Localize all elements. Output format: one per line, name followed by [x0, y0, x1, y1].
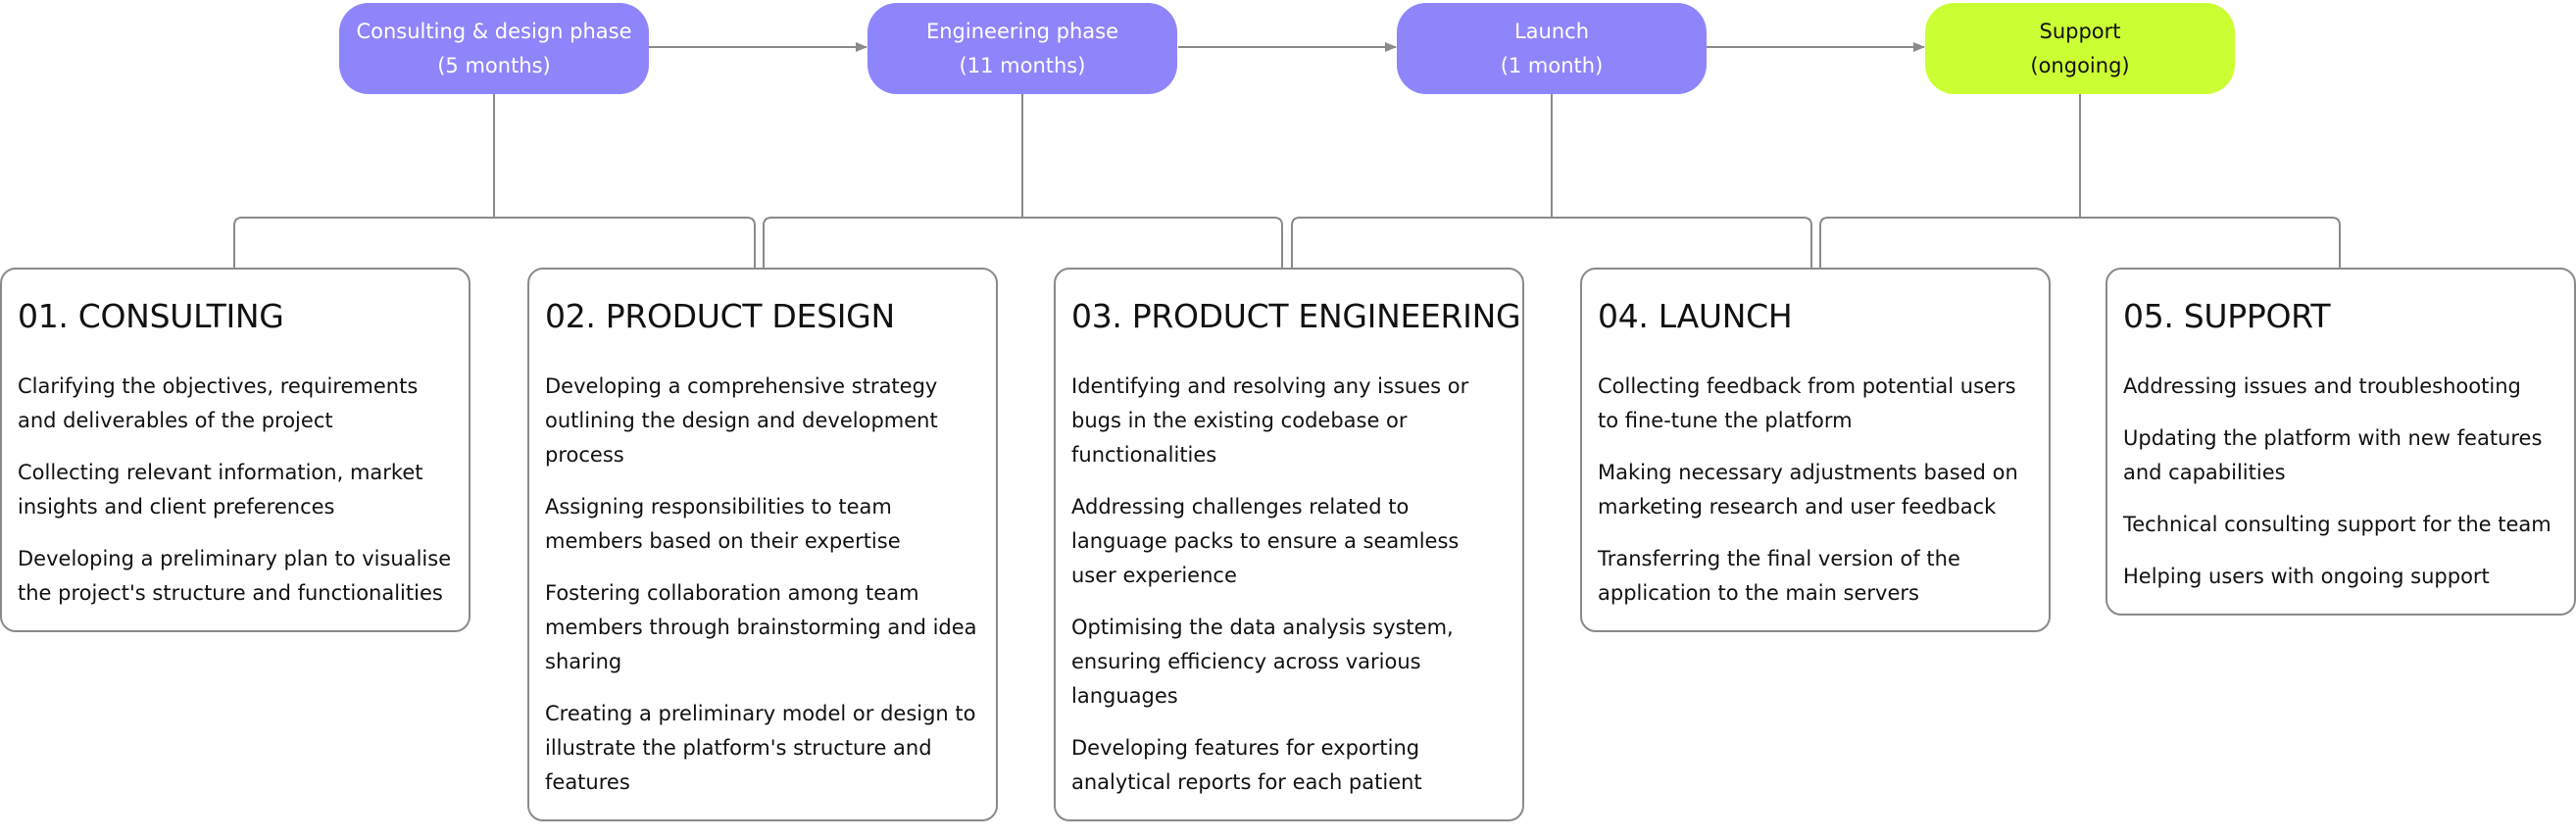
- stage-title: 03. PRODUCT ENGINEERING: [1071, 297, 1521, 335]
- stage-task-list: Collecting feedback from potential users…: [1598, 370, 2033, 611]
- stage-task: Assigning responsibilities to team membe…: [545, 495, 901, 553]
- phase-name: Support: [2039, 19, 2121, 43]
- bracket-support: [1819, 94, 2341, 268]
- phase-duration: (1 month): [1500, 53, 1604, 77]
- stage-card-consulting: 01. CONSULTING Clarifying the objectives…: [0, 268, 471, 632]
- stage-title: 02. PRODUCT DESIGN: [545, 297, 895, 335]
- stage-card-support: 05. SUPPORT Addressing issues and troubl…: [2105, 268, 2576, 616]
- bracket-launch: [1291, 94, 1812, 268]
- phase-name: Engineering phase: [925, 19, 1119, 43]
- stage-title: 01. CONSULTING: [18, 297, 284, 335]
- stage-task: Fostering collaboration among team membe…: [545, 581, 977, 673]
- stage-task: Creating a preliminary model or design t…: [545, 702, 976, 794]
- stage-task: Developing features for exporting analyt…: [1071, 736, 1422, 794]
- stage-card-product-engineering: 03. PRODUCT ENGINEERING Identifying and …: [1054, 268, 1524, 821]
- stage-task: Addressing challenges related to languag…: [1071, 495, 1460, 587]
- stage-task: Collecting relevant information, market …: [18, 461, 423, 519]
- stage-task-list: Developing a comprehensive strategy outl…: [545, 370, 980, 800]
- stage-task: Identifying and resolving any issues or …: [1071, 374, 1469, 467]
- stage-task: Making necessary adjustments based on ma…: [1598, 461, 2018, 519]
- bracket-consulting-design: [233, 94, 756, 268]
- phase-duration: (11 months): [959, 53, 1086, 77]
- stage-task: Updating the platform with new features …: [2123, 426, 2543, 484]
- stage-task: Technical consulting support for the tea…: [2123, 513, 2551, 536]
- phase-duration: (ongoing): [2030, 53, 2130, 77]
- stage-task: Transferring the final version of the ap…: [1598, 547, 1960, 605]
- phase-engineering: Engineering phase (11 months): [867, 3, 1177, 94]
- stage-title: 04. LAUNCH: [1598, 297, 1793, 335]
- phase-duration: (5 months): [437, 53, 551, 77]
- stage-task: Collecting feedback from potential users…: [1598, 374, 2016, 432]
- stage-task-list: Clarifying the objectives, requirements …: [18, 370, 453, 611]
- stage-task: Helping users with ongoing support: [2123, 565, 2490, 588]
- bracket-engineering: [763, 94, 1283, 268]
- phase-consulting-design: Consulting & design phase (5 months): [339, 3, 649, 94]
- phase-name: Launch: [1513, 19, 1590, 43]
- stage-task: Clarifying the objectives, requirements …: [18, 374, 419, 432]
- phase-name: Consulting & design phase: [356, 19, 632, 43]
- stage-title: 05. SUPPORT: [2123, 297, 2331, 335]
- stage-task-list: Identifying and resolving any issues or …: [1071, 370, 1507, 800]
- stage-task-list: Addressing issues and troubleshooting Up…: [2123, 370, 2558, 594]
- stage-card-product-design: 02. PRODUCT DESIGN Developing a comprehe…: [527, 268, 998, 821]
- stage-task: Developing a comprehensive strategy outl…: [545, 374, 938, 467]
- stage-task: Optimising the data analysis system, ens…: [1071, 616, 1454, 708]
- phase-launch: Launch (1 month): [1397, 3, 1707, 94]
- stage-card-launch: 04. LAUNCH Collecting feedback from pote…: [1580, 268, 2051, 632]
- stage-task: Developing a preliminary plan to visuali…: [18, 547, 452, 605]
- stage-task: Addressing issues and troubleshooting: [2123, 374, 2521, 398]
- phase-support: Support (ongoing): [1925, 3, 2235, 94]
